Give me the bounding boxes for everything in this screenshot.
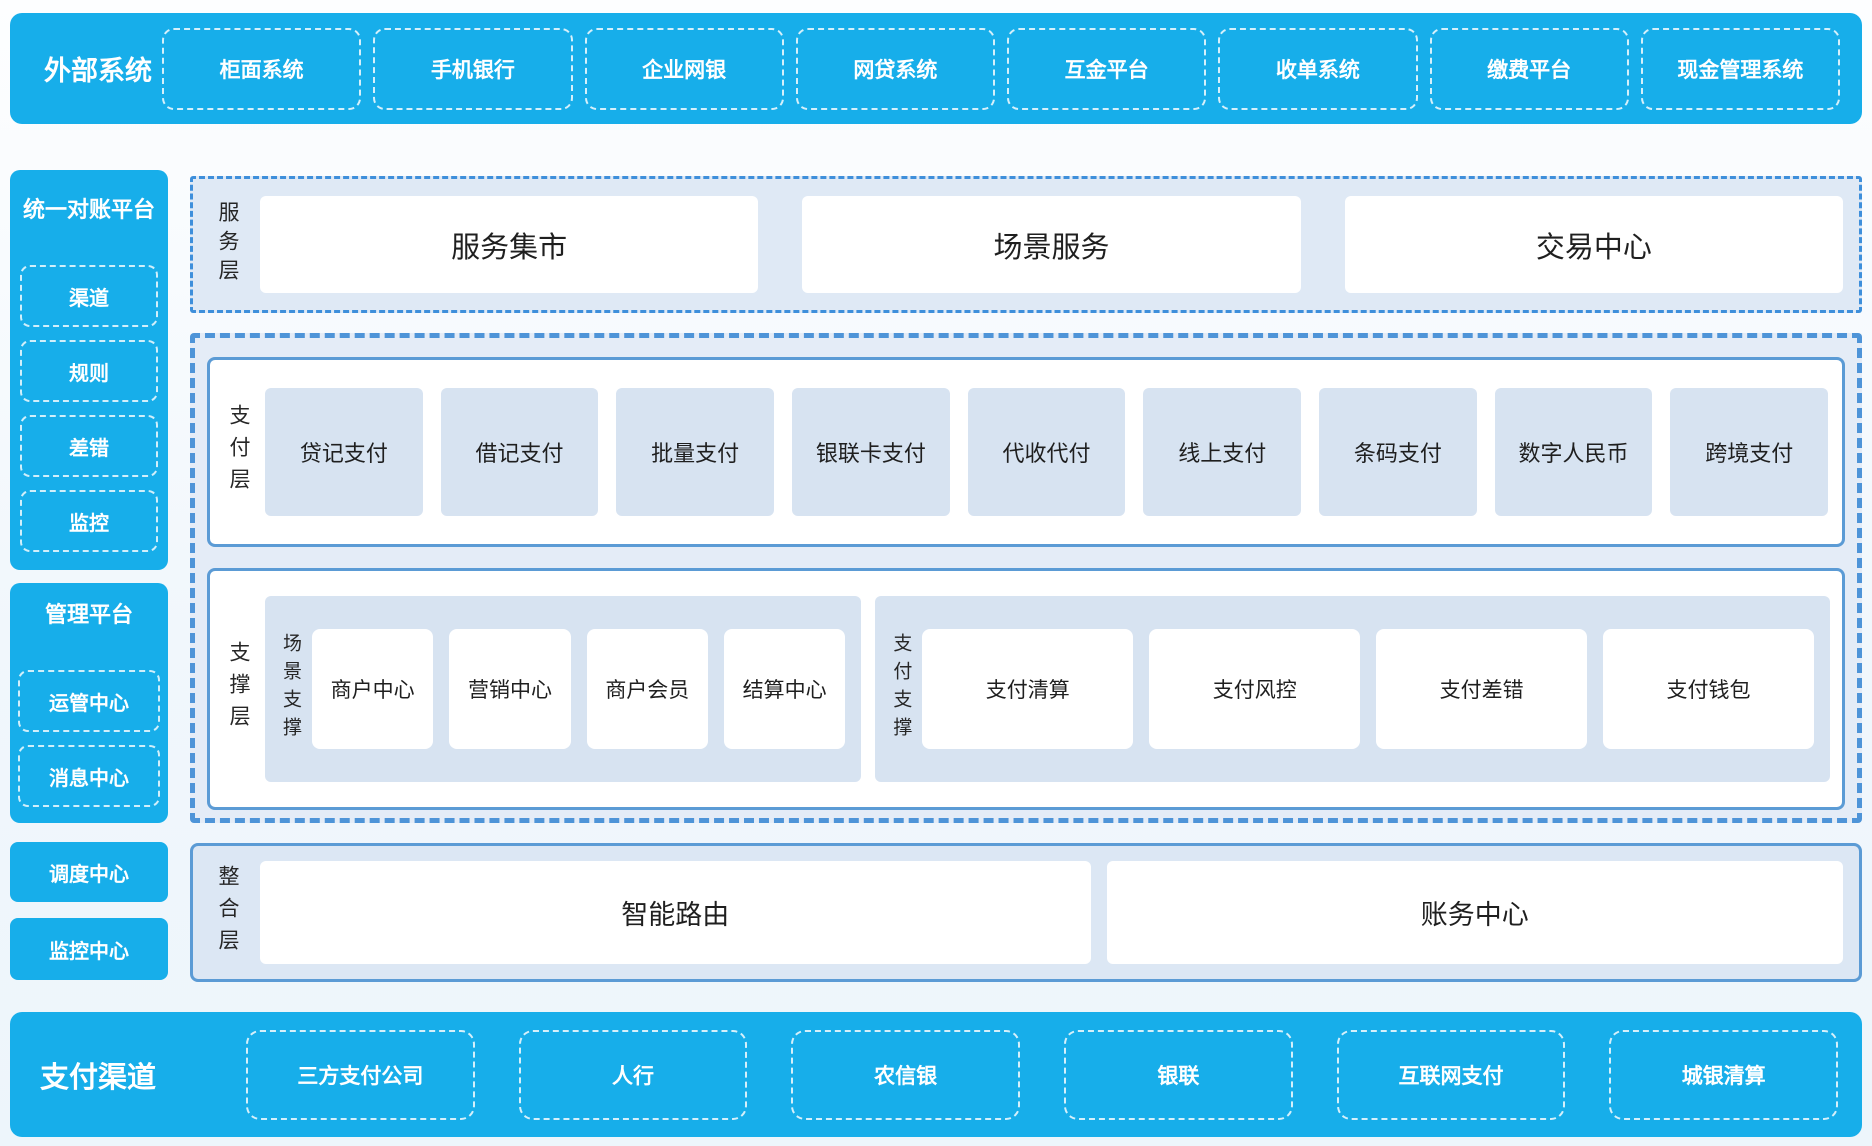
payment-support-items: 支付清算 支付风控 支付差错 支付钱包: [922, 629, 1815, 749]
management-platform-title: 管理平台: [44, 602, 133, 627]
node-accounting-center: 账务中心: [1106, 861, 1843, 964]
support-layer-groups: 场景支撑 商户中心 营销中心 商户会员 结算中心 支付支撑 支付清算 支付风控 …: [265, 596, 1830, 782]
node-payment-discrepancy: 支付差错: [1376, 629, 1588, 749]
payment-support-label: 支付支撑: [890, 633, 912, 745]
integration-layer-items: 智能路由 账务中心: [260, 861, 1843, 964]
node-channel: 渠道: [20, 265, 158, 327]
support-layer: 支撑层 场景支撑 商户中心 营销中心 商户会员 结算中心 支付支撑 支付清算 支…: [207, 568, 1845, 810]
node-counter-system: 柜面系统: [162, 27, 362, 110]
node-debit-payment: 借记支付: [440, 388, 599, 516]
reconciliation-items: 渠道 规则 差错 监控: [20, 238, 158, 552]
node-payment-clearing: 支付清算: [922, 629, 1134, 749]
external-systems-label: 外部系统: [44, 56, 152, 86]
node-corporate-ebank: 企业网银: [584, 27, 784, 110]
node-internet-payment: 互联网支付: [1336, 1029, 1566, 1120]
node-discrepancy: 差错: [20, 415, 158, 477]
management-items: 运管中心 消息中心: [18, 643, 160, 807]
node-unionpay-card: 银联卡支付: [792, 388, 950, 516]
node-payment-wallet: 支付钱包: [1603, 629, 1815, 749]
integration-layer-label: 整合层: [216, 864, 239, 961]
node-ops-center: 运管中心: [18, 670, 160, 732]
node-barcode-payment: 条码支付: [1319, 388, 1477, 516]
payment-layer: 支付层 贷记支付 借记支付 批量支付 银联卡支付 代收代付 线上支付 条码支付 …: [207, 357, 1845, 547]
payment-layer-label: 支付层: [227, 404, 250, 500]
service-layer-items: 服务集市 场景服务 交易中心: [260, 196, 1843, 293]
external-systems-band: 外部系统 柜面系统 手机银行 企业网银 网贷系统 互金平台 收单系统 缴费平台 …: [10, 13, 1862, 124]
node-mobile-banking: 手机银行: [373, 27, 573, 110]
node-dispatch-center: 调度中心: [10, 842, 168, 902]
node-smart-routing: 智能路由: [260, 861, 1091, 964]
node-monitoring: 监控: [20, 490, 158, 552]
node-unionpay: 银联: [1064, 1029, 1293, 1120]
payment-channels-items: 三方支付公司 人行 农信银 银联 互联网支付 城银清算: [246, 1029, 1839, 1120]
node-rural-credit-bank: 农信银: [791, 1029, 1021, 1120]
service-layer-label: 服务层: [216, 201, 239, 288]
external-systems-items: 柜面系统 手机银行 企业网银 网贷系统 互金平台 收单系统 缴费平台 现金管理系…: [162, 27, 1840, 110]
payment-channels-band: 支付渠道 三方支付公司 人行 农信银 银联 互联网支付 城银清算: [10, 1012, 1862, 1137]
management-platform-block: 管理平台 运管中心 消息中心: [10, 583, 168, 823]
node-settlement-center: 结算中心: [723, 629, 846, 749]
integration-layer: 整合层 智能路由 账务中心: [190, 843, 1862, 982]
node-online-loan: 网贷系统: [795, 27, 995, 110]
node-payment-risk: 支付风控: [1149, 629, 1361, 749]
node-marketing-center: 营销中心: [449, 629, 571, 749]
node-rules: 规则: [20, 340, 158, 402]
scene-support-group: 场景支撑 商户中心 营销中心 商户会员 结算中心: [265, 596, 862, 782]
payment-layer-items: 贷记支付 借记支付 批量支付 银联卡支付 代收代付 线上支付 条码支付 数字人民…: [265, 388, 1829, 516]
node-acquiring-system: 收单系统: [1218, 27, 1418, 110]
node-merchant-member: 商户会员: [586, 629, 708, 749]
node-third-party-payment: 三方支付公司: [246, 1029, 475, 1120]
node-cross-border: 跨境支付: [1670, 388, 1829, 516]
service-layer: 服务层 服务集市 场景服务 交易中心: [190, 176, 1862, 313]
node-online-payment: 线上支付: [1143, 388, 1302, 516]
reconciliation-platform-block: 统一对账平台 渠道 规则 差错 监控: [10, 170, 168, 570]
payment-channels-label: 支付渠道: [40, 1061, 157, 1094]
node-internet-finance: 互金平台: [1007, 27, 1207, 110]
node-city-bank-clearing: 城银清算: [1609, 1029, 1839, 1120]
reconciliation-platform-title: 统一对账平台: [22, 197, 155, 222]
node-merchant-center: 商户中心: [312, 629, 434, 749]
node-monitor-center: 监控中心: [10, 918, 168, 980]
node-digital-rmb: 数字人民币: [1494, 388, 1653, 516]
node-pboc: 人行: [518, 1029, 748, 1120]
node-message-center: 消息中心: [18, 745, 160, 807]
node-credit-payment: 贷记支付: [265, 388, 423, 516]
scene-support-items: 商户中心 营销中心 商户会员 结算中心: [312, 629, 846, 749]
node-batch-payment: 批量支付: [616, 388, 775, 516]
payment-support-group: 支付支撑 支付清算 支付风控 支付差错 支付钱包: [875, 596, 1830, 782]
support-layer-label: 支撑层: [227, 641, 250, 737]
node-service-market: 服务集市: [260, 196, 759, 293]
node-cash-management: 现金管理系统: [1640, 27, 1840, 110]
core-layers-container: 支付层 贷记支付 借记支付 批量支付 银联卡支付 代收代付 线上支付 条码支付 …: [190, 333, 1862, 823]
scene-support-label: 场景支撑: [280, 633, 301, 745]
node-fee-payment: 缴费平台: [1429, 27, 1629, 110]
node-scene-service: 场景服务: [802, 196, 1301, 293]
node-collection-payment: 代收代付: [967, 388, 1126, 516]
node-transaction-center: 交易中心: [1344, 196, 1843, 293]
